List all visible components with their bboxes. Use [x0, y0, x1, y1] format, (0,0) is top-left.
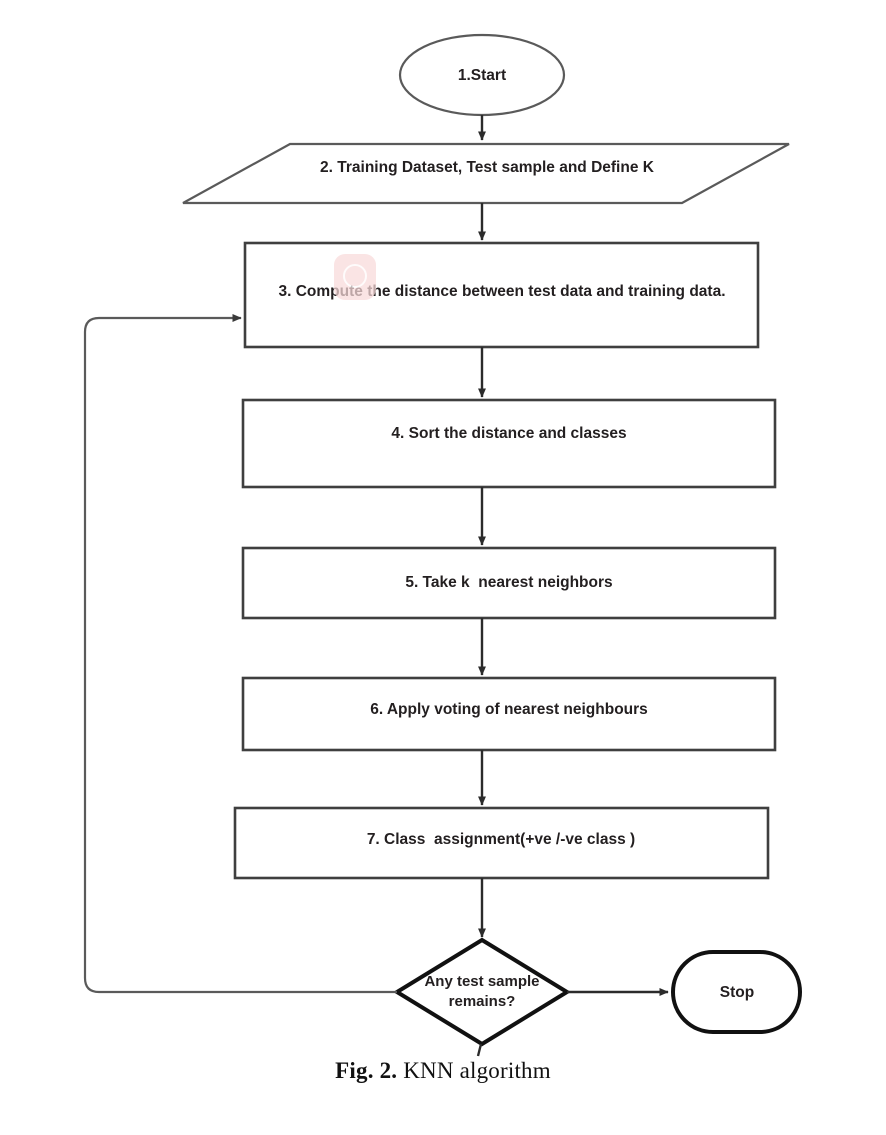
node-input[interactable]: 2. Training Dataset, Test sample and Def…	[182, 142, 790, 205]
node-start-label: 1.Start	[458, 67, 506, 84]
node-voting[interactable]: 6. Apply voting of nearest neighbours	[241, 676, 777, 752]
node-decision-label-line1: Any test sample	[424, 973, 539, 990]
decision-bottom-stub	[476, 1043, 483, 1057]
node-take-k[interactable]: 5. Take k nearest neighbors	[241, 546, 777, 620]
node-sort[interactable]: 4. Sort the distance and classes	[241, 398, 777, 489]
node-stop-label: Stop	[720, 984, 754, 1001]
node-start[interactable]: 1.Start	[398, 33, 566, 117]
node-take-k-label: 5. Take k nearest neighbors	[405, 574, 612, 591]
node-sort-label: 4. Sort the distance and classes	[391, 425, 626, 442]
pink-watermark-artifact	[334, 254, 376, 300]
node-input-label: 2. Training Dataset, Test sample and Def…	[320, 159, 655, 176]
watermark-ring-icon	[343, 264, 367, 288]
edge-decision-to-compute-feedback	[83, 314, 397, 994]
node-compute-distance[interactable]: 3. Compute the distance between test dat…	[243, 241, 760, 349]
node-class-assignment[interactable]: 7. Class assignment(+ve /-ve class )	[233, 806, 770, 880]
node-stop[interactable]: Stop	[671, 950, 802, 1034]
node-voting-label: 6. Apply voting of nearest neighbours	[370, 701, 648, 718]
figure-caption-text: KNN algorithm	[403, 1058, 551, 1083]
node-decision-label-line2: remains?	[449, 993, 516, 1010]
figure-caption-label: Fig. 2.	[335, 1058, 398, 1083]
figure-caption: Fig. 2. KNN algorithm	[0, 1058, 886, 1084]
node-compute-distance-label: 3. Compute the distance between test dat…	[279, 283, 726, 300]
node-class-assignment-label: 7. Class assignment(+ve /-ve class )	[367, 831, 635, 848]
node-decision[interactable]: Any test sample remains?	[393, 937, 571, 1057]
